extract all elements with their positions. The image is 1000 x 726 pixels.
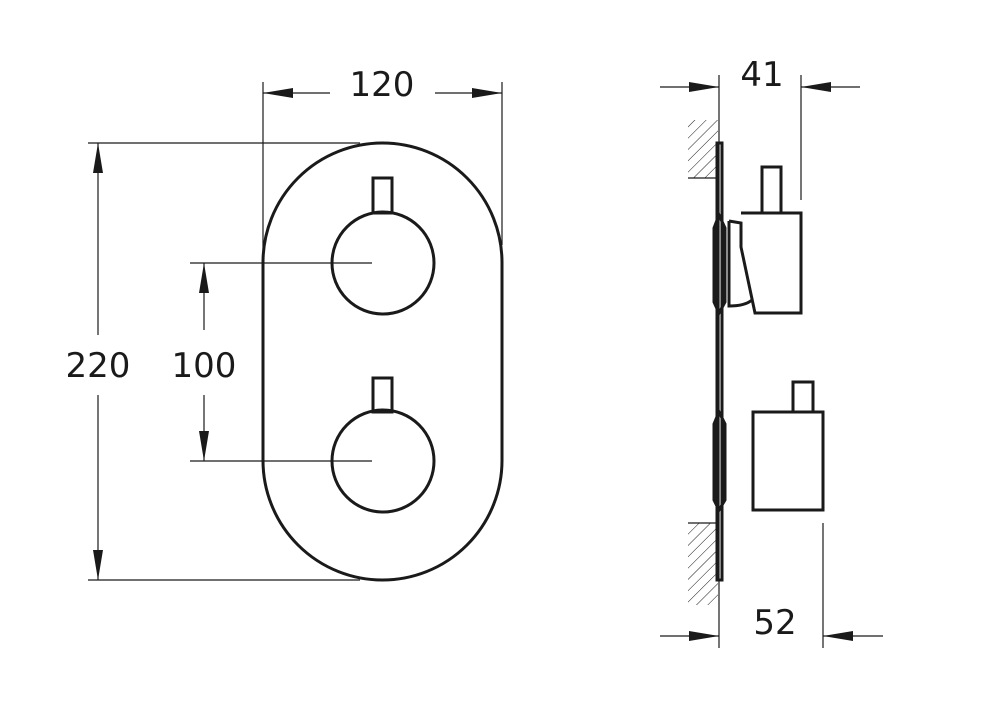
dimension-height-label: 220: [66, 346, 131, 386]
dimension-width-label: 120: [350, 65, 415, 105]
upper-knob: [330, 176, 436, 316]
side-view: [688, 75, 825, 648]
dimension-width: 120: [262, 65, 503, 250]
dimension-knob-spacing-label: 100: [172, 346, 237, 386]
dimension-knob-spacing: 100: [172, 262, 372, 462]
dimension-depth-bottom: 52: [660, 523, 883, 648]
dimension-height: 220: [66, 142, 360, 581]
side-plate: [715, 141, 724, 582]
front-view: [261, 141, 504, 582]
cover-plate: [261, 141, 504, 582]
dimension-depth-top-label: 41: [740, 55, 783, 95]
dimension-depth-top: 41: [660, 55, 860, 200]
lower-knob: [330, 376, 436, 514]
dimension-depth-bottom-label: 52: [753, 603, 796, 643]
side-upper-knob: [727, 165, 803, 315]
wall-hatch-top: [688, 120, 718, 178]
wall-hatch-bottom: [688, 523, 718, 605]
side-lower-knob: [751, 380, 825, 512]
